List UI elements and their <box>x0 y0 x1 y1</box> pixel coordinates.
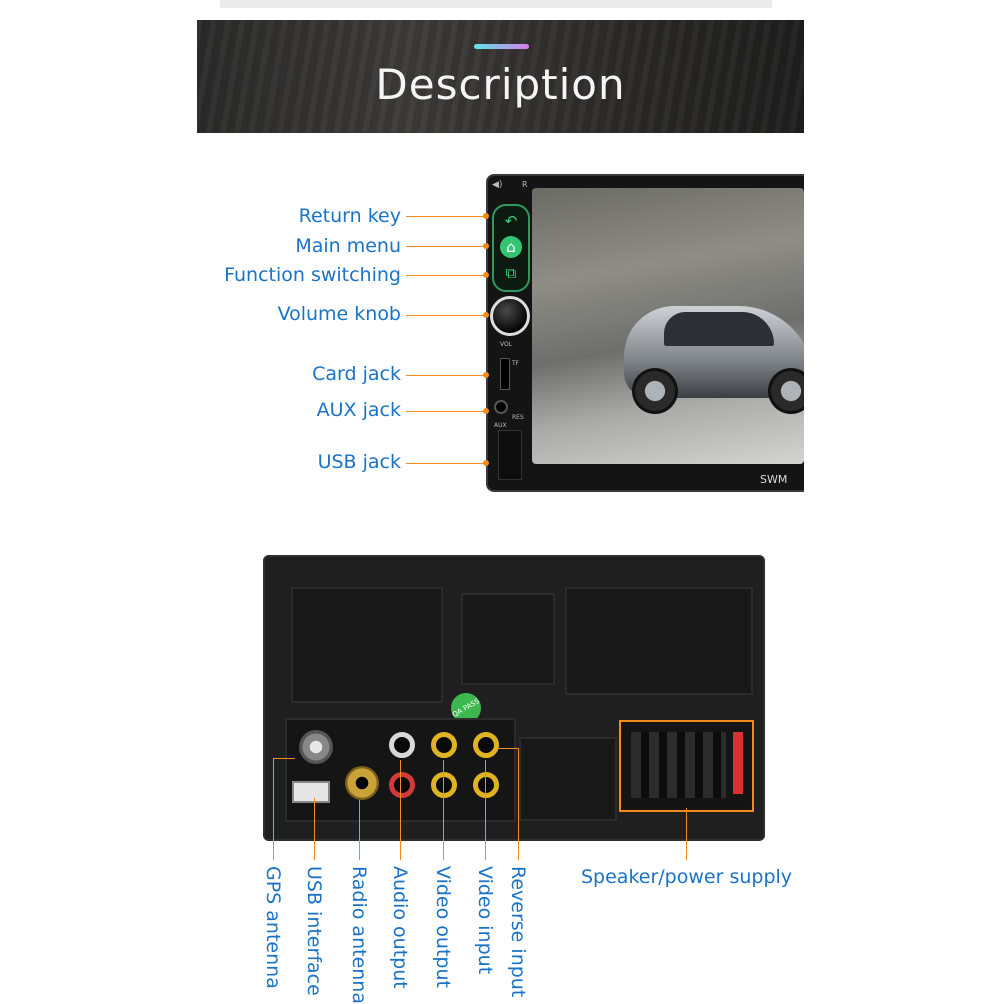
leader-dot <box>483 213 489 219</box>
leader-line <box>443 760 444 860</box>
label-card-jack: Card jack <box>312 363 401 385</box>
car-wheel <box>768 368 804 414</box>
label-video-output: Video output <box>432 866 454 988</box>
banner-title: Description <box>375 60 626 109</box>
usb-door[interactable] <box>498 430 522 480</box>
leader-line <box>273 758 295 759</box>
description-banner: Description <box>197 20 804 133</box>
head-unit-front: ◀) R ↶ ⌂ ⧉ VOL TF RES AUX SWM <box>486 174 804 492</box>
video-input-rca[interactable] <box>473 732 499 758</box>
audio-rca-white[interactable] <box>389 732 415 758</box>
tiny-aux: AUX <box>494 422 507 429</box>
fuse <box>733 732 743 794</box>
leader-line <box>686 808 687 860</box>
label-aux-jack: AUX jack <box>316 399 401 421</box>
leader-dot <box>483 372 489 378</box>
label-audio-output: Audio output <box>389 866 411 989</box>
leader-dot <box>483 312 489 318</box>
head-unit-back: QA PASS <box>263 555 765 841</box>
car-wheel <box>632 368 678 414</box>
leader-line <box>406 275 486 276</box>
leader-line <box>518 748 519 860</box>
vent-middle <box>461 593 555 685</box>
label-usb-jack: USB jack <box>317 451 401 473</box>
speaker-power-harness[interactable] <box>619 720 754 812</box>
leader-line <box>406 246 486 247</box>
label-speaker-power-supply: Speaker/power supply <box>581 866 793 888</box>
vent-lower <box>519 737 617 821</box>
reverse-input-rca[interactable] <box>473 772 499 798</box>
leader-dot <box>483 272 489 278</box>
leader-dot <box>483 243 489 249</box>
leader-line <box>400 760 401 860</box>
video-output-rca[interactable] <box>431 772 457 798</box>
leader-line <box>314 798 315 860</box>
leader-dot <box>483 408 489 414</box>
leader-line <box>406 463 486 464</box>
leader-line <box>485 760 486 860</box>
leader-line <box>359 800 360 860</box>
tiny-tf: TF <box>512 360 520 367</box>
port-panel <box>285 718 516 822</box>
gps-connector[interactable] <box>299 730 333 764</box>
banner-accent <box>474 44 529 49</box>
card-slot[interactable] <box>500 358 510 390</box>
label-gps-antenna: GPS antenna <box>262 866 284 989</box>
vent-left <box>291 587 443 703</box>
tiny-vol: VOL <box>500 341 513 348</box>
touch-screen[interactable] <box>532 188 804 464</box>
audio-rca-red[interactable] <box>389 772 415 798</box>
home-icon[interactable]: ⌂ <box>500 236 522 258</box>
video-output-rca[interactable] <box>431 732 457 758</box>
leader-line <box>406 315 486 316</box>
top-strip <box>220 0 772 8</box>
switch-icon[interactable]: ⧉ <box>505 264 517 282</box>
label-volume-knob: Volume knob <box>277 303 401 325</box>
key-strip: ↶ ⌂ ⧉ <box>492 204 530 292</box>
label-main-menu: Main menu <box>295 235 401 257</box>
screen-brand: SWM <box>760 473 788 486</box>
label-radio-antenna: Radio antenna <box>348 866 370 1004</box>
label-return-key: Return key <box>298 205 401 227</box>
tiny-r: R <box>522 180 528 189</box>
leader-dot <box>483 460 489 466</box>
speaker-icon: ◀) <box>492 180 503 190</box>
leader-line <box>406 375 486 376</box>
leader-line <box>406 411 486 412</box>
radio-antenna-connector[interactable] <box>345 766 379 800</box>
leader-line <box>498 748 518 749</box>
label-video-input: Video input <box>474 866 496 975</box>
usb-port[interactable] <box>292 781 330 803</box>
label-function-switching: Function switching <box>224 264 401 286</box>
vent-right <box>565 587 753 695</box>
volume-knob[interactable] <box>490 296 530 336</box>
label-usb-interface: USB interface <box>303 866 325 996</box>
return-icon[interactable]: ↶ <box>504 212 518 230</box>
label-reverse-input: Reverse input <box>507 866 529 998</box>
leader-line <box>273 758 274 860</box>
aux-hole[interactable] <box>494 400 508 414</box>
leader-line <box>406 216 486 217</box>
tiny-res: RES <box>512 414 524 421</box>
harness-pins <box>631 732 726 798</box>
